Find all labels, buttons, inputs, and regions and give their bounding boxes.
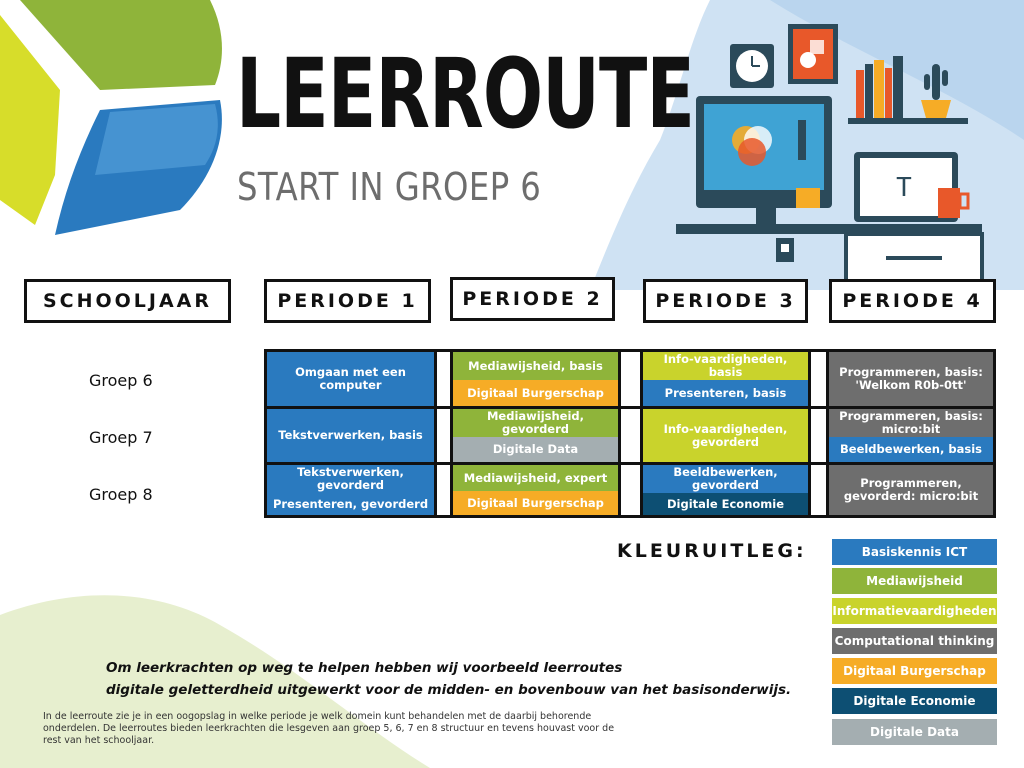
cell-g7-p2b: Digitale Data xyxy=(453,437,618,462)
group-label-6: Groep 6 xyxy=(89,371,153,390)
cell-g6-p2a: Mediawijsheid, basis xyxy=(453,352,618,380)
row-divider xyxy=(267,406,993,409)
cell-g7-p4a: Programmeren, basis: micro:bit xyxy=(829,409,993,437)
column-divider xyxy=(826,352,829,515)
monitor-icon xyxy=(696,96,832,224)
laptop-icon: T xyxy=(854,152,958,222)
cell-g6-p3b: Presenteren, basis xyxy=(643,380,808,406)
cell-g7-p4b: Beeldbewerken, basis xyxy=(829,437,993,462)
cell-g7-p3: Info-vaardigheden, gevorderd xyxy=(643,409,808,462)
legend-item-mediawijsheid: Mediawijsheid xyxy=(832,568,997,594)
legend-item-digitaal-burgerschap: Digitaal Burgerschap xyxy=(832,658,997,684)
desk-computer-illustration: T xyxy=(676,24,984,282)
cell-g6-p3a: Info-vaardigheden, basis xyxy=(643,352,808,380)
column-divider xyxy=(808,352,811,515)
clock-icon xyxy=(730,44,774,88)
cell-g7-p1: Tekstverwerken, basis xyxy=(267,409,434,462)
cell-g8-p2a: Mediawijsheid, expert xyxy=(453,465,618,491)
legend-item-digitale-data: Digitale Data xyxy=(832,719,997,745)
column-divider xyxy=(450,352,453,515)
cell-g8-p1b: Presenteren, gevorderd xyxy=(267,493,434,515)
row-divider xyxy=(267,462,993,465)
mug-icon xyxy=(938,188,970,218)
header-periode-2: PERIODE 2 xyxy=(450,277,615,321)
cell-g6-p4: Programmeren, basis: 'Welkom R0b-0tt' xyxy=(829,352,993,406)
cell-g8-p1a: Tekstverwerken, gevorderd xyxy=(267,465,434,493)
page-title: LEERROUTE xyxy=(236,38,695,150)
header-periode-1: PERIODE 1 xyxy=(264,279,431,323)
footnote-text: In de leerroute zie je in een oogopslag … xyxy=(43,711,615,746)
group-label-7: Groep 7 xyxy=(89,428,153,447)
cell-g7-p2a: Mediawijsheid, gevorderd xyxy=(453,409,618,437)
intro-line-2: digitale geletterdheid uitgewerkt voor d… xyxy=(106,681,792,698)
cell-g8-p2b: Digitaal Burgerschap xyxy=(453,491,618,515)
group-label-8: Groep 8 xyxy=(89,485,153,504)
legend-item-basiskennis: Basiskennis ICT xyxy=(832,539,997,565)
books-icon xyxy=(848,56,968,124)
intro-line-1: Om leerkrachten op weg te helpen hebben … xyxy=(106,660,623,676)
page-subtitle: START IN GROEP 6 xyxy=(237,165,542,209)
picture-frame-icon xyxy=(788,24,838,84)
cell-g8-p3a: Beeldbewerken, gevorderd xyxy=(643,465,808,493)
cell-g8-p3b: Digitale Economie xyxy=(643,493,808,515)
cell-g6-p2b: Digitaal Burgerschap xyxy=(453,380,618,406)
legend-title: KLEURUITLEG: xyxy=(617,540,807,562)
cell-g8-p4: Programmeren, gevorderd: micro:bit xyxy=(829,465,993,515)
legend-item-informatievaardigheden: Informatievaardigheden xyxy=(832,598,997,624)
header-periode-3: PERIODE 3 xyxy=(643,279,808,323)
column-divider xyxy=(618,352,621,515)
logo-tiles-icon xyxy=(0,0,222,235)
cell-g6-p1: Omgaan met een computer xyxy=(267,352,434,406)
intro-text: Om leerkrachten op weg te helpen hebben … xyxy=(106,658,791,701)
header-schooljaar: SCHOOLJAAR xyxy=(24,279,231,323)
background-green-shape xyxy=(0,595,430,768)
chair-icon xyxy=(776,238,794,262)
svg-text:T: T xyxy=(896,173,912,203)
column-divider xyxy=(434,352,437,515)
column-divider xyxy=(640,352,643,515)
schedule-grid: Omgaan met een computer Mediawijsheid, b… xyxy=(264,349,996,518)
header-periode-4: PERIODE 4 xyxy=(829,279,996,323)
cactus-icon xyxy=(921,64,951,118)
legend-item-computational-thinking: Computational thinking xyxy=(832,628,997,654)
legend-item-digitale-economie: Digitale Economie xyxy=(832,688,997,714)
